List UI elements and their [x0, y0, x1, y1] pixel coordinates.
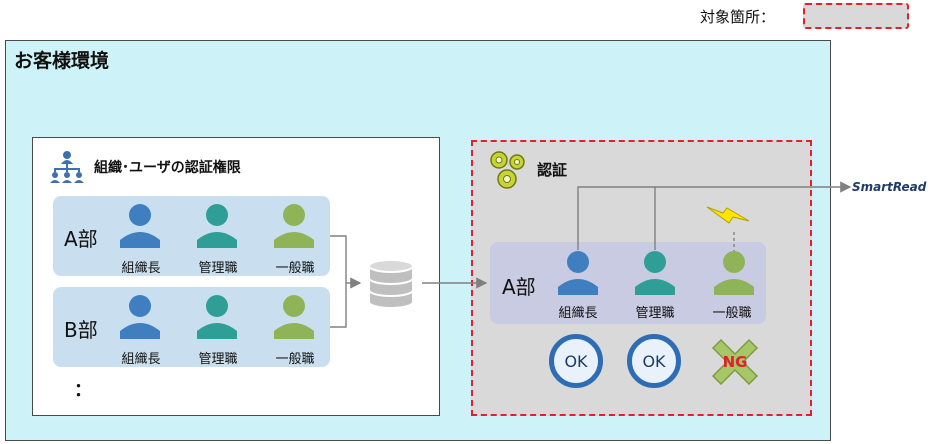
role-label-b-staff: 一般職	[275, 352, 315, 367]
ok-badge-leader: OK	[549, 334, 603, 388]
smartread-label: SmartRead	[852, 180, 927, 194]
role-label-a-staff: 一般職	[275, 261, 315, 276]
org-chart-icon	[50, 151, 84, 183]
department-name-a: A部	[64, 227, 98, 251]
person-icon-b-manager	[197, 295, 237, 339]
gears-icon	[490, 151, 525, 189]
ng-badge-staff: NG	[707, 334, 763, 390]
person-icon-b-staff	[274, 295, 314, 339]
role-label-b-leader: 組織長	[121, 352, 161, 367]
more-departments-marker: ：	[74, 380, 92, 401]
legend-swatch	[803, 3, 909, 29]
lightning-icon	[706, 206, 750, 224]
department-name-b: B部	[64, 318, 98, 342]
person-icon-b-leader	[120, 295, 160, 339]
auth-role-label-staff: 一般職	[712, 306, 752, 321]
database-icon	[368, 259, 414, 309]
auth-panel-title: 認証	[537, 161, 568, 179]
ng-cross-icon	[711, 338, 759, 386]
role-label-a-manager: 管理職	[198, 261, 238, 276]
person-icon-a-staff	[274, 204, 314, 248]
environment-title: お客様環境	[14, 50, 110, 72]
ok-badge-manager: OK	[627, 334, 681, 388]
legend-label: 対象箇所：	[700, 8, 776, 26]
org-panel-title: 組織･ユーザの認証権限	[94, 160, 241, 176]
auth-person-icon-leader	[558, 251, 598, 295]
auth-department-name: A部	[502, 275, 536, 299]
role-label-b-manager: 管理職	[198, 352, 238, 367]
role-label-a-leader: 組織長	[121, 261, 161, 276]
person-icon-a-manager	[197, 204, 237, 248]
auth-person-icon-staff	[714, 251, 754, 295]
auth-role-label-leader: 組織長	[558, 306, 598, 321]
auth-role-label-manager: 管理職	[635, 306, 675, 321]
person-icon-a-leader	[120, 204, 160, 248]
auth-person-icon-manager	[635, 251, 675, 295]
